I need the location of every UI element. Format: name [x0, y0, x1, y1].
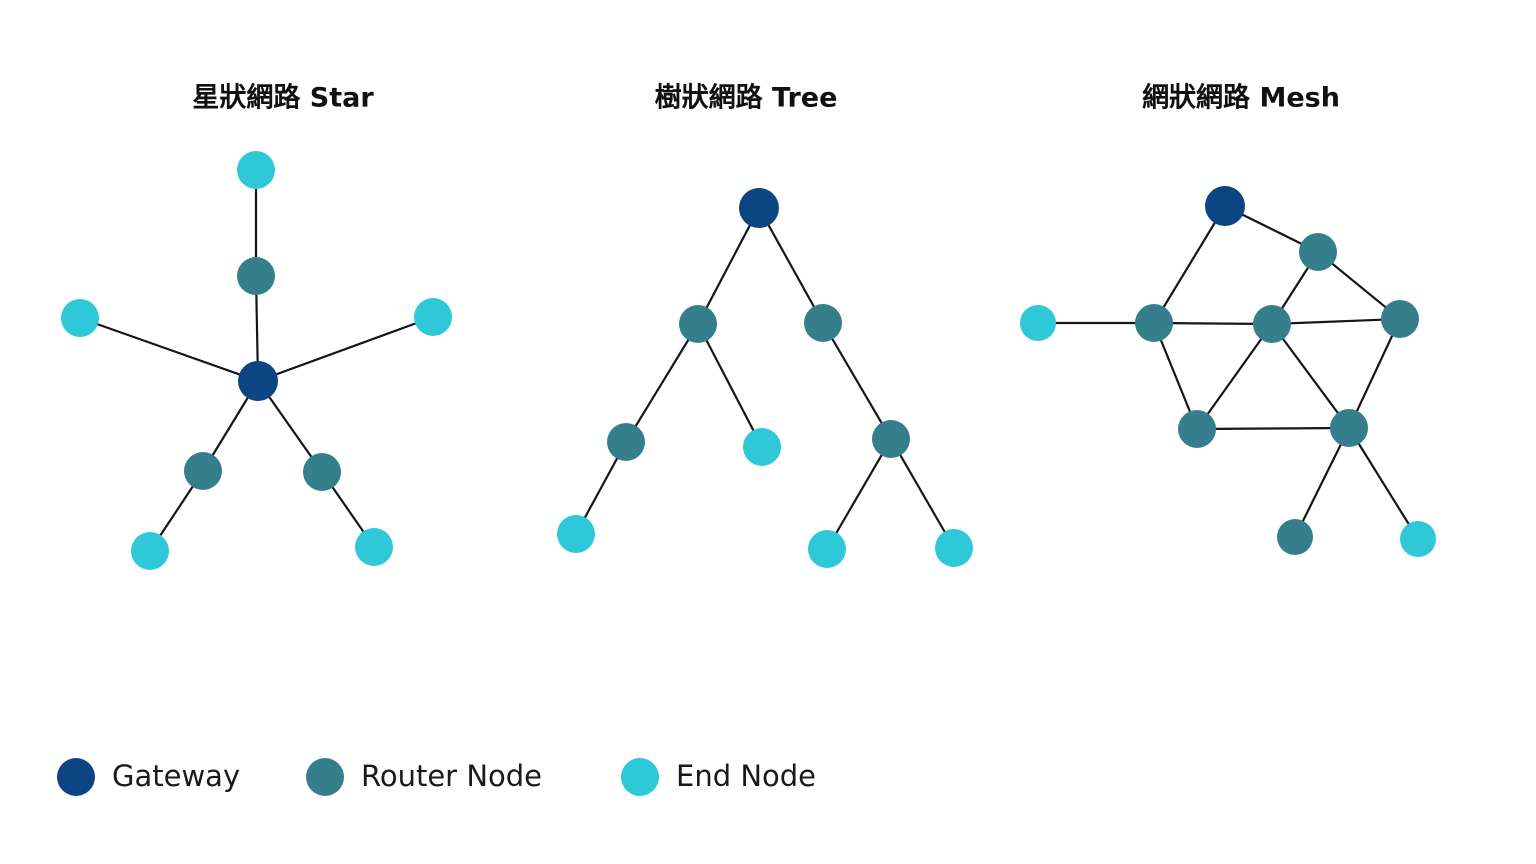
node-t-end-rrr-end-node[interactable] — [935, 529, 973, 567]
edge-t-router-rr-to-t-end-rrl — [825, 437, 893, 551]
node-m-router-c-router[interactable] — [1253, 305, 1291, 343]
edge-t-gateway-to-t-router-r — [757, 206, 825, 325]
topology-panels: 星狀網路 Star 樹狀網路 Tree 網狀網路 Mesh — [61, 82, 1436, 570]
node-s-end-br-end-node[interactable] — [355, 528, 393, 566]
edge-m-router-se-to-m-end-br — [1347, 426, 1420, 541]
node-m-gateway-gateway[interactable] — [1205, 186, 1245, 226]
legend-item-gateway: Gateway — [57, 758, 240, 796]
edge-t-router-r-to-t-router-rr — [821, 321, 893, 441]
node-s-router-bl-router[interactable] — [184, 452, 222, 490]
topology-panel-star: 星狀網路 Star — [61, 82, 452, 570]
legend-item-end-node: End Node — [621, 758, 816, 796]
topology-panel-mesh: 網狀網路 Mesh — [1020, 82, 1436, 557]
node-m-router-b-router[interactable] — [1277, 519, 1313, 555]
edge-t-router-l-to-t-router-ll — [624, 322, 700, 444]
edge-m-router-se-to-m-router-b — [1293, 426, 1351, 539]
node-m-end-left-end-node[interactable] — [1020, 305, 1056, 341]
legend-label-gateway: Gateway — [112, 759, 240, 793]
edge-s-gateway-to-s-end-left — [78, 316, 260, 383]
node-m-end-br-end-node[interactable] — [1400, 521, 1436, 557]
node-s-router-br-router[interactable] — [303, 453, 341, 491]
node-m-router-se-router[interactable] — [1330, 409, 1368, 447]
node-m-router-w-router[interactable] — [1135, 304, 1173, 342]
node-t-gateway-gateway[interactable] — [739, 188, 779, 228]
legend-label-end-node: End Node — [676, 759, 816, 793]
node-t-router-r-router[interactable] — [804, 304, 842, 342]
panel-title-mesh: 網狀網路 Mesh — [1142, 82, 1340, 114]
legend-label-router: Router Node — [361, 759, 542, 793]
legend-swatch-end-node — [621, 758, 659, 796]
legend: Gateway Router Node End Node — [57, 758, 816, 796]
node-t-router-rr-router[interactable] — [872, 420, 910, 458]
node-s-end-right-end-node[interactable] — [414, 298, 452, 336]
node-t-router-l-router[interactable] — [679, 305, 717, 343]
panel-title-tree: 樹狀網路 Tree — [655, 82, 838, 114]
panel-title-star: 星狀網路 Star — [192, 82, 374, 114]
nodes-mesh — [1020, 186, 1436, 557]
node-t-router-ll-router[interactable] — [607, 423, 645, 461]
edge-t-router-l-to-t-end-lr — [696, 322, 764, 449]
node-t-end-lr-end-node[interactable] — [743, 428, 781, 466]
legend-item-router: Router Node — [306, 758, 542, 796]
edge-m-router-e-to-m-router-se — [1347, 317, 1402, 430]
node-s-end-top-end-node[interactable] — [237, 151, 275, 189]
node-s-gateway-gateway[interactable] — [238, 361, 278, 401]
edge-t-router-rr-to-t-end-rrr — [889, 437, 956, 550]
node-t-end-lll-end-node[interactable] — [557, 515, 595, 553]
nodes-star — [61, 151, 452, 570]
edge-s-gateway-to-s-end-right — [256, 315, 435, 383]
topology-panel-tree: 樹狀網路 Tree — [557, 82, 973, 568]
nodes-tree — [557, 188, 973, 568]
edge-m-router-w-to-m-router-c — [1152, 321, 1274, 326]
edge-m-gateway-to-m-router-w — [1152, 204, 1227, 325]
legend-swatch-router — [306, 758, 344, 796]
edge-m-router-c-to-m-router-sw — [1195, 322, 1274, 431]
legend-swatch-gateway — [57, 758, 95, 796]
edge-m-router-w-to-m-router-sw — [1152, 321, 1199, 431]
node-s-end-bl-end-node[interactable] — [131, 532, 169, 570]
node-s-router-top-router[interactable] — [237, 257, 275, 295]
node-t-end-rrl-end-node[interactable] — [808, 530, 846, 568]
node-m-router-ne-router[interactable] — [1299, 233, 1337, 271]
node-m-router-sw-router[interactable] — [1178, 410, 1216, 448]
node-m-router-e-router[interactable] — [1381, 300, 1419, 338]
edge-m-router-sw-to-m-router-se — [1195, 426, 1351, 431]
edge-m-router-c-to-m-router-e — [1270, 317, 1402, 326]
edge-m-router-c-to-m-router-se — [1270, 322, 1351, 430]
node-s-end-left-end-node[interactable] — [61, 299, 99, 337]
edge-t-gateway-to-t-router-l — [696, 206, 761, 326]
